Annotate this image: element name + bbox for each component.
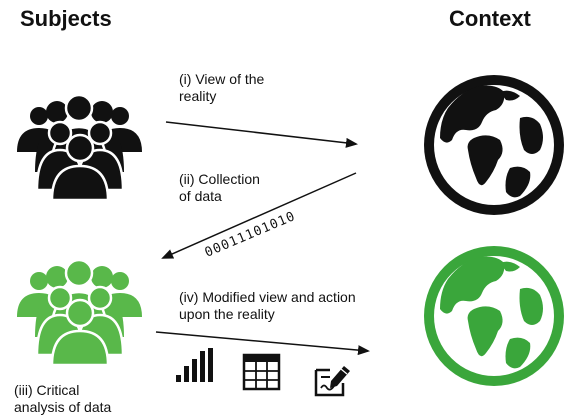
context-heading: Context	[449, 6, 531, 31]
globe-icon	[424, 75, 564, 215]
subjects-heading: Subjects	[20, 6, 112, 31]
people-group-icon	[17, 258, 142, 367]
arrow-modified	[155, 331, 370, 356]
arrow-view	[165, 121, 358, 148]
edit-document-icon	[314, 366, 350, 397]
table-icon	[242, 353, 281, 391]
globe-icon	[424, 246, 564, 386]
bar-chart-icon	[176, 348, 213, 382]
arrow-collection	[161, 172, 357, 259]
people-group-icon	[17, 93, 142, 202]
